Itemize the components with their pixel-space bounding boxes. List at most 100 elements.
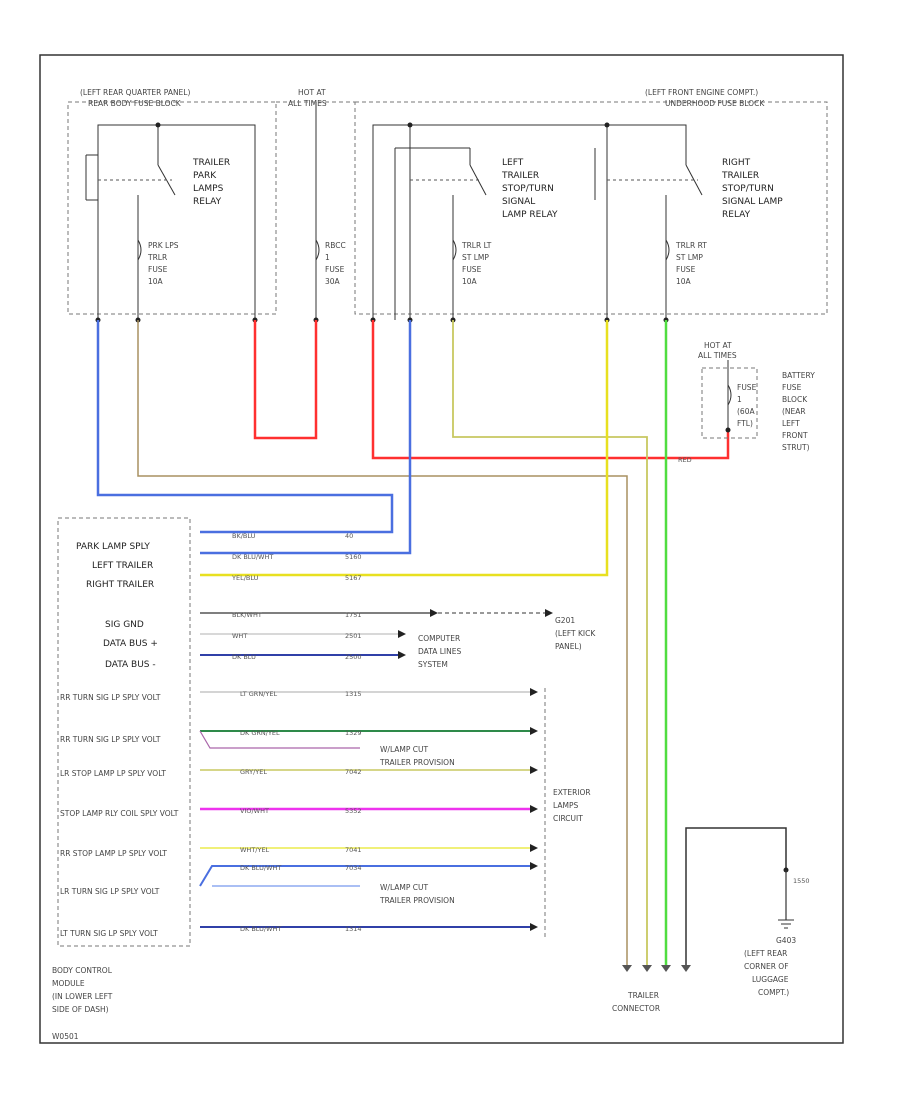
rear-fuse-block — [67, 101, 277, 315]
battery-fuse-0: FUSE — [737, 383, 757, 392]
ground-g201-0: G201 — [555, 616, 575, 625]
fuse-prk-lps-0: PRK LPS — [148, 241, 179, 250]
wire-color-10: WHT/YEL — [240, 846, 270, 854]
ground-g201-2: PANEL) — [555, 642, 582, 651]
computer-data-1: DATA LINES — [418, 647, 461, 656]
wire-circuit-5: 2500 — [345, 653, 362, 661]
rear-fuse-title-1: (LEFT REAR QUARTER PANEL) — [80, 88, 190, 97]
sig-gnd-arrow-1 — [430, 609, 438, 617]
bcm-pin-label-3: SIG GND — [105, 620, 144, 630]
exterior-lamps-0: EXTERIOR — [553, 788, 591, 797]
relay-right-label-2: STOP/TURN — [722, 184, 774, 194]
wire-circuit-8: 7042 — [345, 768, 362, 776]
fuse-rbcc-0: RBCC — [325, 241, 346, 250]
bcm-pin-label-5: DATA BUS - — [105, 660, 156, 670]
bcm-pin-label-11: LR TURN SIG LP SPLY VOLT — [60, 887, 160, 896]
arrow-lr-stop — [530, 766, 538, 774]
wire-color-1: DK BLU/WHT — [232, 553, 273, 561]
relay-trailer-park-label-3: RELAY — [193, 197, 222, 207]
wire-circuit-11: 7034 — [345, 864, 362, 872]
trailer-prov-1-0: W/LAMP CUT — [380, 745, 429, 754]
bcm-pin-label-4: DATA BUS + — [103, 639, 158, 649]
bcm-pin-label-1: LEFT TRAILER — [92, 561, 153, 571]
relay-trailer-park-label-2: LAMPS — [193, 184, 224, 194]
footer-code: W0501 — [52, 1032, 79, 1041]
bcm-pin-label-2: RIGHT TRAILER — [86, 580, 154, 590]
data-bus-minus-arrow — [398, 651, 406, 659]
bcm-pin-label-6: RR TURN SIG LP SPLY VOLT — [60, 693, 161, 702]
bcm-box — [57, 517, 191, 947]
relay-trailer-park-label-0: TRAILER — [192, 158, 230, 168]
bcm-pin-label-8: LR STOP LAMP LP SPLY VOLT — [60, 769, 166, 778]
fuse-trlr-lt-3: 10A — [462, 277, 478, 286]
wire-trailer-park-tan — [137, 320, 628, 965]
wire-g403-black — [685, 827, 787, 965]
relay-left-label-4: LAMP RELAY — [502, 210, 558, 220]
fuse-trlr-rt-1: ST LMP — [676, 253, 703, 262]
fuse-prk-lps-1: TRLR — [147, 253, 167, 262]
wire-color-0: BK/BLU — [232, 532, 256, 540]
arrow-rr-turn-1 — [530, 688, 538, 696]
battery-block-0: BATTERY — [782, 371, 815, 380]
wire-circuit-12: 1314 — [345, 925, 362, 933]
fuse-trlr-lt-2: FUSE — [462, 265, 482, 274]
hot-at-all-times-label-2: ALL TIMES — [288, 99, 327, 108]
ground-g201-1: (LEFT KICK — [555, 629, 596, 638]
g403-wire-label: 1550 — [793, 877, 810, 885]
wire-circuit-1: 5160 — [345, 553, 362, 561]
wire-left-trailer-olive — [452, 320, 648, 965]
relay-left-label-2: STOP/TURN — [502, 184, 554, 194]
fuse-rbcc-2: FUSE — [325, 265, 345, 274]
fuse-rbcc-1: 1 — [325, 253, 330, 262]
right-stop-turn-relay — [590, 122, 703, 323]
bcm-label-0: BODY CONTROL — [52, 966, 113, 975]
wire-lr-turn — [199, 865, 530, 887]
battery-block-5: FRONT — [782, 431, 808, 440]
arrow-stop-lamp-coil — [530, 805, 538, 813]
diagram-border — [39, 54, 844, 1044]
wire-circuit-10: 7041 — [345, 846, 362, 854]
wire-color-4: WHT — [232, 632, 247, 640]
trailer-park-relay — [85, 122, 258, 323]
hot-right-1: HOT AT — [704, 341, 732, 350]
battery-block-6: STRUT) — [782, 443, 810, 452]
fuse-trlr-lt-1: ST LMP — [462, 253, 489, 262]
sig-gnd-arrow-2 — [545, 609, 553, 617]
ground-g403-3: LUGGAGE — [752, 975, 789, 984]
wire-circuit-7: 1329 — [345, 729, 362, 737]
wire-circuit-3: 1751 — [345, 611, 362, 619]
relay-left-label-3: SIGNAL — [502, 197, 535, 207]
arrow-rr-stop — [530, 844, 538, 852]
bcm-label-1: MODULE — [52, 979, 85, 988]
bcm-pin-label-12: LT TURN SIG LP SPLY VOLT — [60, 929, 158, 938]
ground-g403-4: COMPT.) — [758, 988, 789, 997]
fuse-trlr-lt-0: TRLR LT — [461, 241, 492, 250]
front-fuse-title-2: UNDERHOOD FUSE BLOCK — [665, 99, 765, 108]
relay-right-label-1: TRAILER — [721, 171, 759, 181]
bcm-pin-label-9: STOP LAMP RLY COIL SPLY VOLT — [60, 809, 179, 818]
wire-circuit-2: 5167 — [345, 574, 362, 582]
trailer-connector-1: CONNECTOR — [612, 1004, 660, 1013]
trailer-connector — [622, 965, 691, 972]
hot-at-all-times-label-1: HOT AT — [298, 88, 326, 97]
computer-data-2: SYSTEM — [418, 660, 448, 669]
arrow-rr-turn-2 — [530, 727, 538, 735]
battery-block-4: LEFT — [782, 419, 800, 428]
wire-circuit-0: 40 — [345, 532, 353, 540]
fuse-trlr-rt-3: 10A — [676, 277, 692, 286]
battery-fuse-1: 1 — [737, 395, 742, 404]
wire-color-11: DK BLU/WHT — [240, 864, 281, 872]
wire-color-12: DK BLU/WHT — [240, 925, 281, 933]
ground-g403-2: CORNER OF — [744, 962, 789, 971]
wire-red-label: RED — [678, 456, 692, 464]
relay-right-label-3: SIGNAL LAMP — [722, 197, 783, 207]
fuse-prk-lps-2: FUSE — [148, 265, 168, 274]
fuse-prk-lps — [137, 239, 142, 261]
bcm-label-2: (IN LOWER LEFT — [52, 992, 113, 1001]
wire-left-trailer-blue — [200, 320, 412, 555]
computer-data-0: COMPUTER — [418, 634, 460, 643]
wire-battery-red — [371, 320, 730, 460]
wire-park-lamp-blue — [96, 320, 394, 534]
wire-circuit-6: 1315 — [345, 690, 362, 698]
data-bus-plus-arrow — [398, 630, 406, 638]
